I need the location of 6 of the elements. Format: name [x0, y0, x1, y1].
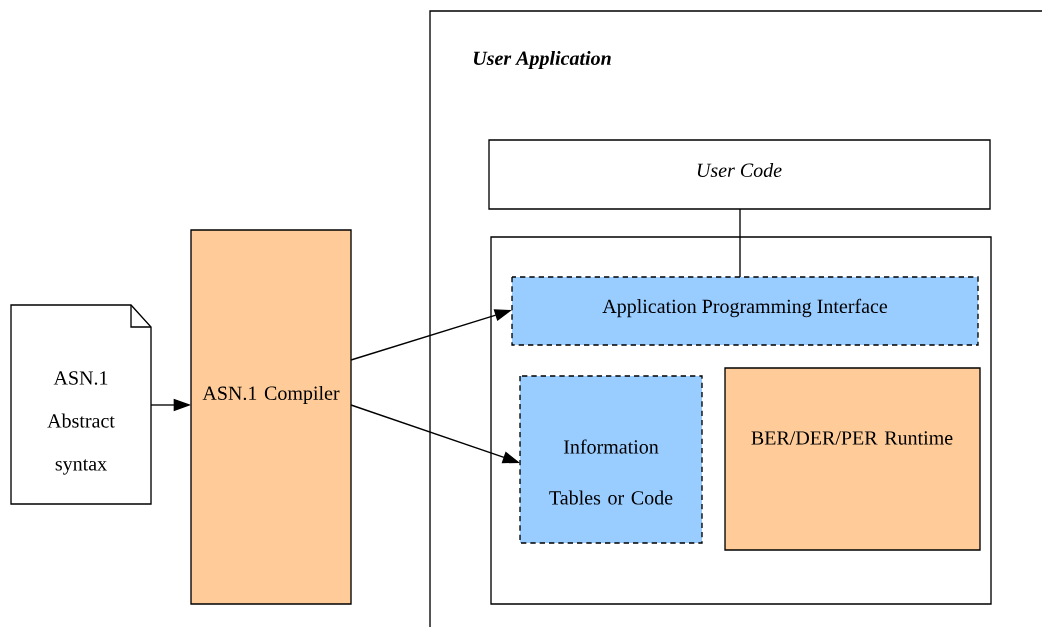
connector-line: [739, 208, 741, 278]
tables-box: Information Tables or Code: [519, 375, 703, 544]
api-box: Application Programming Interface: [511, 276, 979, 346]
compiler-box: ASN.1 Compiler: [190, 229, 352, 605]
user-code-box: User Code: [488, 139, 991, 210]
runtime-box: BER/DER/PER Runtime: [724, 367, 981, 551]
